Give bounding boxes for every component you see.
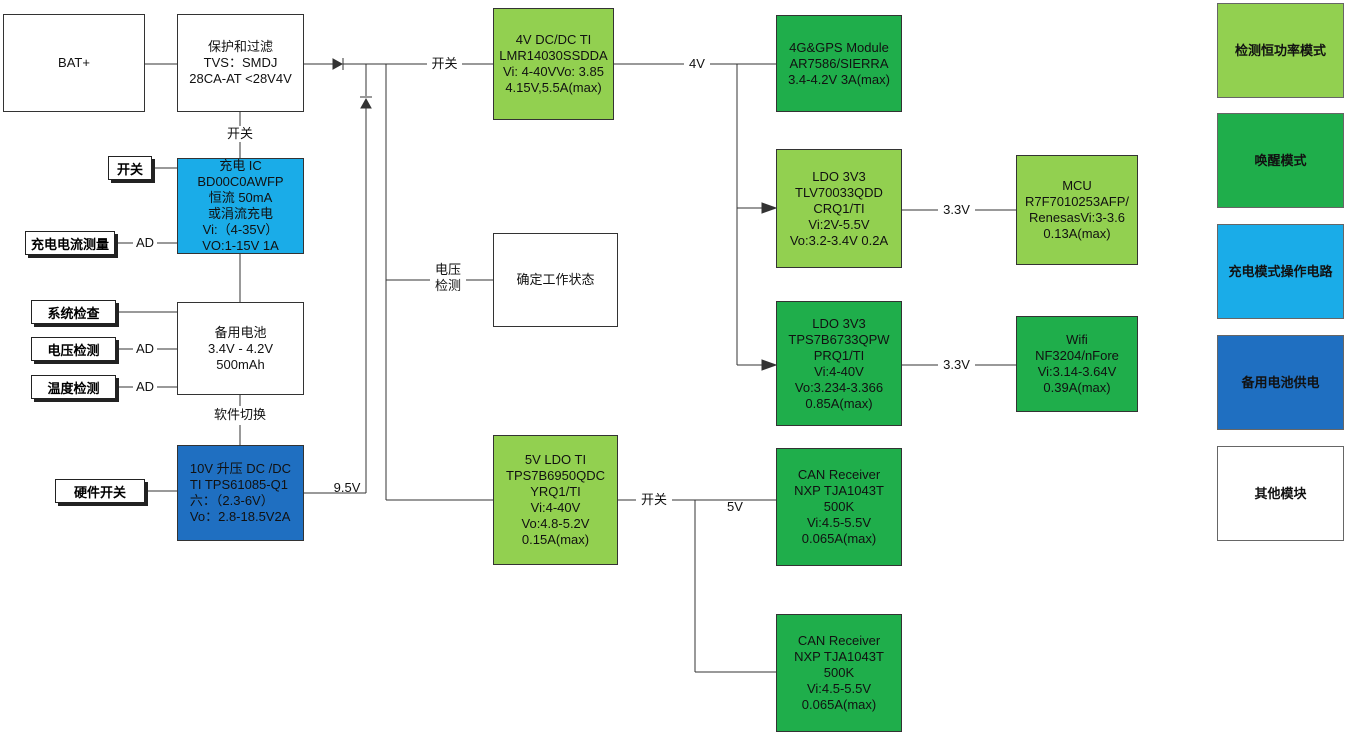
ad-label-charge: AD [133,235,157,251]
voltage-detect-tag: 电压检测 [31,337,116,361]
ldo-3v3-a-block: LDO 3V3 TLV70033QDD CRQ1/TI Vi:2V-5.5V V… [776,149,902,268]
voltage-3v3-mcu-label: 3.3V [938,202,975,218]
software-switch-label: 软件切换 [202,407,278,423]
battery-block: BAT+ [3,14,145,112]
ad-label-temperature: AD [133,379,157,395]
ldo-3v3-b-text: LDO 3V3 TPS7B6733QPW PRQ1/TI Vi:4-40V Vo… [788,315,890,411]
can-receiver-2-block: CAN Receiver NXP TJA1043T 500K Vi:4.5-5.… [776,614,902,732]
legend-item: 其他模块 [1217,446,1344,541]
charge-ic-block: 充电 IC BD00C0AWFP 恒流 50mA 或涓流充电 Vi:（4-35V… [177,158,304,254]
work-state-text: 确定工作状态 [516,272,595,287]
backup-battery-text: 备用电池 3.4V - 4.2V 500mAh [207,324,274,372]
switch-label-5v: 开关 [636,492,672,508]
backup-battery-block: 备用电池 3.4V - 4.2V 500mAh [177,302,304,395]
dcdc-4v-text: 4V DC/DC TI LMR14030SSDDA Vi: 4-40VVo: 3… [499,32,608,95]
wifi-text: Wifi NF3204/nFore Vi:3.14-3.64V 0.39A(ma… [1035,332,1119,395]
voltage-9v5-label: 9.5V [333,480,361,495]
hardware-switch-tag: 硬件开关 [55,479,145,503]
voltage-3v3-wifi-label: 3.3V [938,357,975,373]
mcu-block: MCU R7F7010253AFP/ RenesasVi:3-3.6 0.13A… [1016,155,1138,265]
ad-label-voltage: AD [133,341,157,357]
legend-item: 检测恒功率模式 [1217,3,1344,98]
can-receiver-2-text: CAN Receiver NXP TJA1043T 500K Vi:4.5-5.… [794,633,884,712]
ldo-3v3-b-block: LDO 3V3 TPS7B6733QPW PRQ1/TI Vi:4-40V Vo… [776,301,902,426]
mcu-text: MCU R7F7010253AFP/ RenesasVi:3-3.6 0.13A… [1024,178,1130,241]
legend-item: 唤醒模式 [1217,113,1344,208]
voltage-4v-label: 4V [684,56,710,72]
gps-module-text: 4G&GPS Module AR7586/SIERRA 3.4-4.2V 3A(… [788,39,890,87]
wifi-block: Wifi NF3204/nFore Vi:3.14-3.64V 0.39A(ma… [1016,316,1138,412]
ldo-5v-text: 5V LDO TI TPS7B6950QDC YRQ1/TI Vi:4-40V … [506,452,605,547]
charge-current-tag: 充电电流测量 [25,231,115,255]
voltage-detect-label: 电压 检测 [430,262,466,294]
charge-ic-text: 充电 IC BD00C0AWFP 恒流 50mA 或涓流充电 Vi:（4-35V… [197,158,284,253]
switch-label-main: 开关 [427,56,462,72]
work-state-block: 确定工作状态 [493,233,618,327]
battery-label: BAT+ [58,55,90,70]
boost-converter-text: 10V 升压 DC /DC TI TPS61085-Q1 六：（2.3-6V） … [189,461,292,524]
dcdc-4v-block: 4V DC/DC TI LMR14030SSDDA Vi: 4-40VVo: 3… [493,8,614,120]
protection-block: 保护和过滤 TVS：SMDJ 28CA-AT <28V4V [177,14,304,112]
switch-label-protect: 开关 [222,126,258,142]
can-receiver-1-block: CAN Receiver NXP TJA1043T 500K Vi:4.5-5.… [776,448,902,566]
voltage-5v-label: 5V [727,499,743,514]
ldo-5v-block: 5V LDO TI TPS7B6950QDC YRQ1/TI Vi:4-40V … [493,435,618,565]
legend-item: 备用电池供电 [1217,335,1344,430]
ldo-3v3-a-text: LDO 3V3 TLV70033QDD CRQ1/TI Vi:2V-5.5V V… [789,168,889,248]
system-check-tag: 系统检查 [31,300,116,324]
switch-tag: 开关 [108,156,152,180]
legend-item: 充电模式操作电路 [1217,224,1344,319]
can-receiver-1-text: CAN Receiver NXP TJA1043T 500K Vi:4.5-5.… [794,467,884,546]
gps-module-block: 4G&GPS Module AR7586/SIERRA 3.4-4.2V 3A(… [776,15,902,112]
protection-text: 保护和过滤 TVS：SMDJ 28CA-AT <28V4V [189,39,292,86]
boost-converter-block: 10V 升压 DC /DC TI TPS61085-Q1 六：（2.3-6V） … [177,445,304,541]
temperature-detect-tag: 温度检测 [31,375,116,399]
